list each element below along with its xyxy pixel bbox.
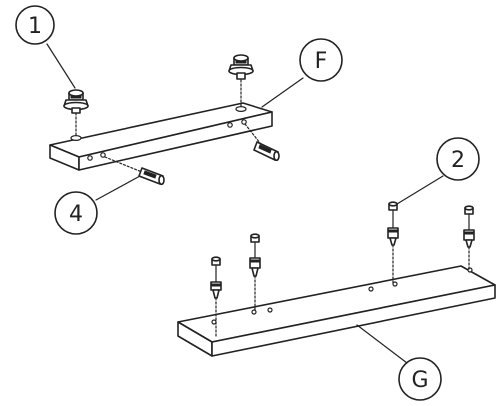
dowel-right — [244, 123, 280, 162]
cam-lock-right — [228, 54, 254, 108]
callout-f-label: F — [315, 49, 328, 74]
screw-4 — [463, 205, 475, 270]
board-f — [49, 102, 273, 171]
dowel-left — [104, 156, 165, 186]
board-f-top-hole-left — [70, 135, 82, 142]
board-g — [177, 265, 496, 357]
screw-1 — [210, 256, 222, 339]
screw-3 — [387, 201, 399, 285]
callout-1: 1 — [15, 5, 76, 89]
callout-4: 4 — [54, 175, 141, 235]
callout-2-label: 2 — [451, 148, 465, 173]
callout-2: 2 — [396, 137, 480, 205]
screw-2 — [249, 233, 261, 313]
board-f-top-hole-right — [235, 105, 247, 112]
callout-f: F — [261, 38, 343, 108]
callout-g-label: G — [411, 368, 428, 393]
callout-1-label: 1 — [28, 14, 42, 39]
callout-g: G — [356, 324, 442, 401]
callout-4-label: 4 — [69, 202, 83, 227]
cam-lock-left — [63, 89, 89, 138]
